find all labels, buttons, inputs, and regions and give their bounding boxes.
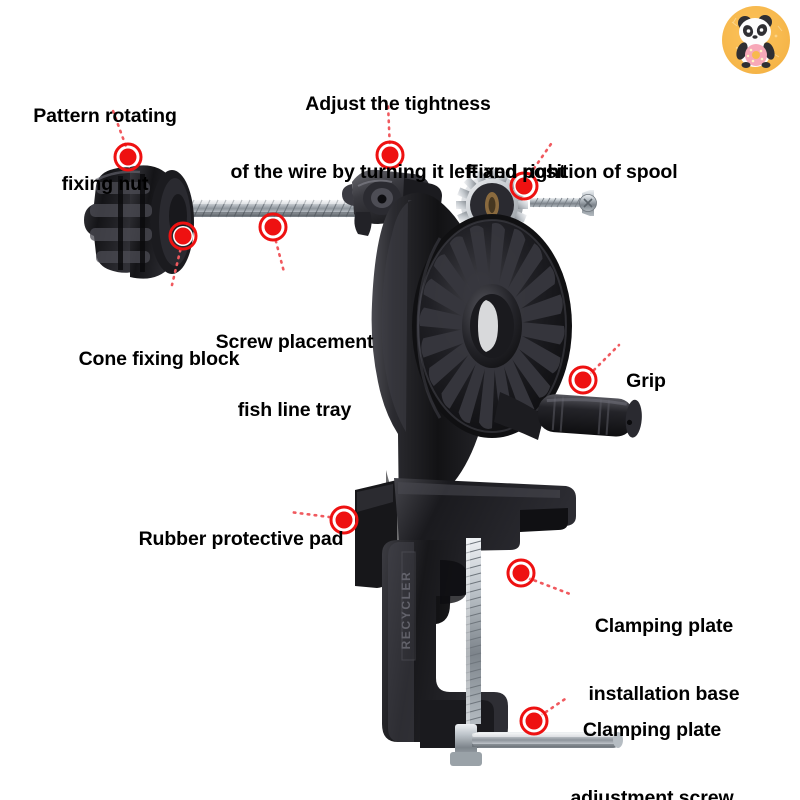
callout-label-clamping-plate-adjustment-screw: Clamping plate adjustment screw [556,674,748,800]
clamp-base: RECYCLER [382,540,508,748]
callout-line: Screw placement [215,331,374,354]
panda-badge-logo [722,6,790,74]
panda-icon [731,15,783,68]
callout-line: adjustment screw [570,787,734,800]
t-handle-rod [450,724,623,766]
callout-line: Fixed position of spool [466,161,678,184]
callout-line: fixing nut [61,173,149,196]
svg-text:RECYCLER: RECYCLER [399,571,413,650]
callout-line: Rubber protective pad [138,528,344,551]
screw [530,190,597,216]
callout-line: Clamping plate [594,615,734,638]
callout-label-cone-fixing-block: Cone fixing block [64,303,254,416]
callout-label-rubber-protective-pad: Rubber protective pad [130,483,352,596]
callout-line: Cone fixing block [78,348,240,371]
callout-line: installation base [588,683,740,706]
callout-label-fixed-position-of-spool: Fixed position of spool [452,116,692,229]
callout-label-adjust-tightness: Adjust the tightness of the wire by turn… [198,48,598,229]
callout-line: Pattern rotating [33,105,177,128]
callout-line: fish line tray [237,399,352,422]
callout-label-screw-placement-fish-line-tray: Screw placement fish line tray [212,286,377,467]
callout-label-grip: Grip [606,325,686,438]
callout-line: Grip [626,370,666,393]
crank-and-grip [494,392,642,440]
clamp-upper-arm [394,478,576,552]
clamp-screw [465,538,482,724]
callout-line: of the wire by turning it left and right [230,161,566,184]
callout-line: Adjust the tightness [305,93,491,116]
callout-label-clamping-plate-installation-base: Clamping plate installation base [567,570,761,751]
callout-line: Clamping plate [582,719,722,742]
knurled-knob [84,165,194,279]
callout-label-pattern-rotating-fixing-nut: Pattern rotating fixing nut [0,60,210,241]
finned-spool-wheel [412,214,572,438]
